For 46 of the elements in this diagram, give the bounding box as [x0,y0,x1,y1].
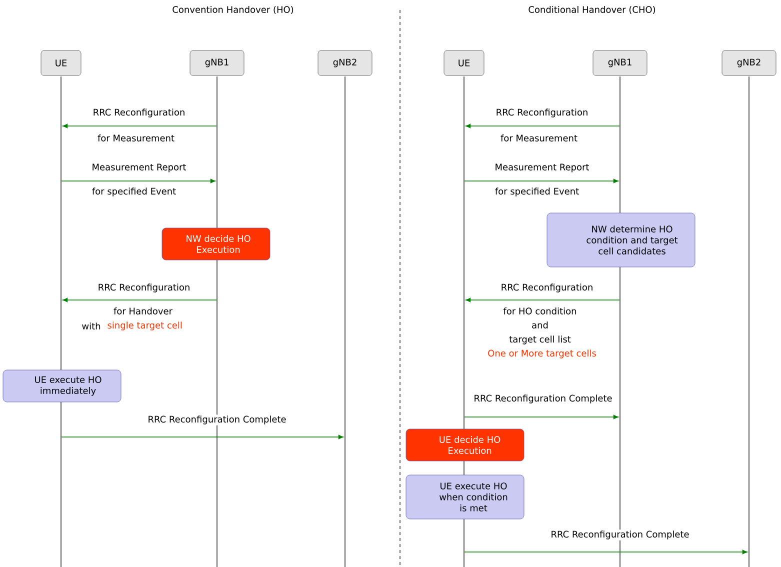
lifeline-header-box: UE [444,50,484,76]
edge-label: RRC Reconfiguration Complete [146,414,288,426]
message-note: One or More target cells [488,350,596,358]
message-arrow [466,124,620,128]
process-box: UE execute HO when condition is met [406,474,524,520]
lifeline-header-box: UE [40,50,82,76]
edge-label: RRC Reconfiguration Complete [550,530,690,540]
lifeline [748,76,750,567]
message-note: target cell list [509,336,571,344]
edge-label: RRC Reconfiguration [500,282,594,294]
process-box: UE execute HO immediately [2,370,122,402]
section-title: Convention Handover (HO) [172,6,294,14]
message-note: single target cell [108,322,182,330]
message-note: for specified Event [92,188,176,196]
decision-box: UE decide HO Execution [406,428,524,462]
message-arrow [464,414,618,420]
lifeline-header-box: gNB2 [318,50,372,76]
message-arrow [62,298,217,302]
message-note: with [82,322,100,330]
edge-label: RRC Reconfiguration [494,108,590,118]
message-note: for Handover [114,308,172,314]
message-arrow [464,550,748,554]
section-title: Conditional Handover (CHO) [528,6,656,14]
lifeline [60,76,62,567]
decision-box: NW decide HO Execution [162,228,270,260]
message-note: and [532,322,548,328]
message-arrow [61,434,344,440]
edge-label: RRC Reconfiguration [96,282,192,294]
edge-label: Measurement Report [90,162,188,174]
edge-label: RRC Reconfiguration Complete [472,394,614,404]
lifeline-header-box: gNB2 [722,50,776,76]
message-arrow [61,178,216,184]
lifeline [216,76,218,567]
message-arrow [466,298,620,302]
message-note: for HO condition [503,308,576,314]
process-box: NW determine HO condition and target cell candidates [546,212,696,268]
message-arrow [464,178,618,184]
edge-label: Measurement Report [494,162,590,174]
edge-label: RRC Reconfiguration [92,108,186,118]
lifeline-header-box: gNB1 [592,50,648,76]
lifeline-header-box: gNB1 [190,50,244,76]
lifeline [344,76,346,567]
message-note: for specified Event [495,188,579,196]
message-note: for Measurement [500,134,578,142]
message-arrow [62,124,217,128]
message-note: for Measurement [98,134,174,142]
